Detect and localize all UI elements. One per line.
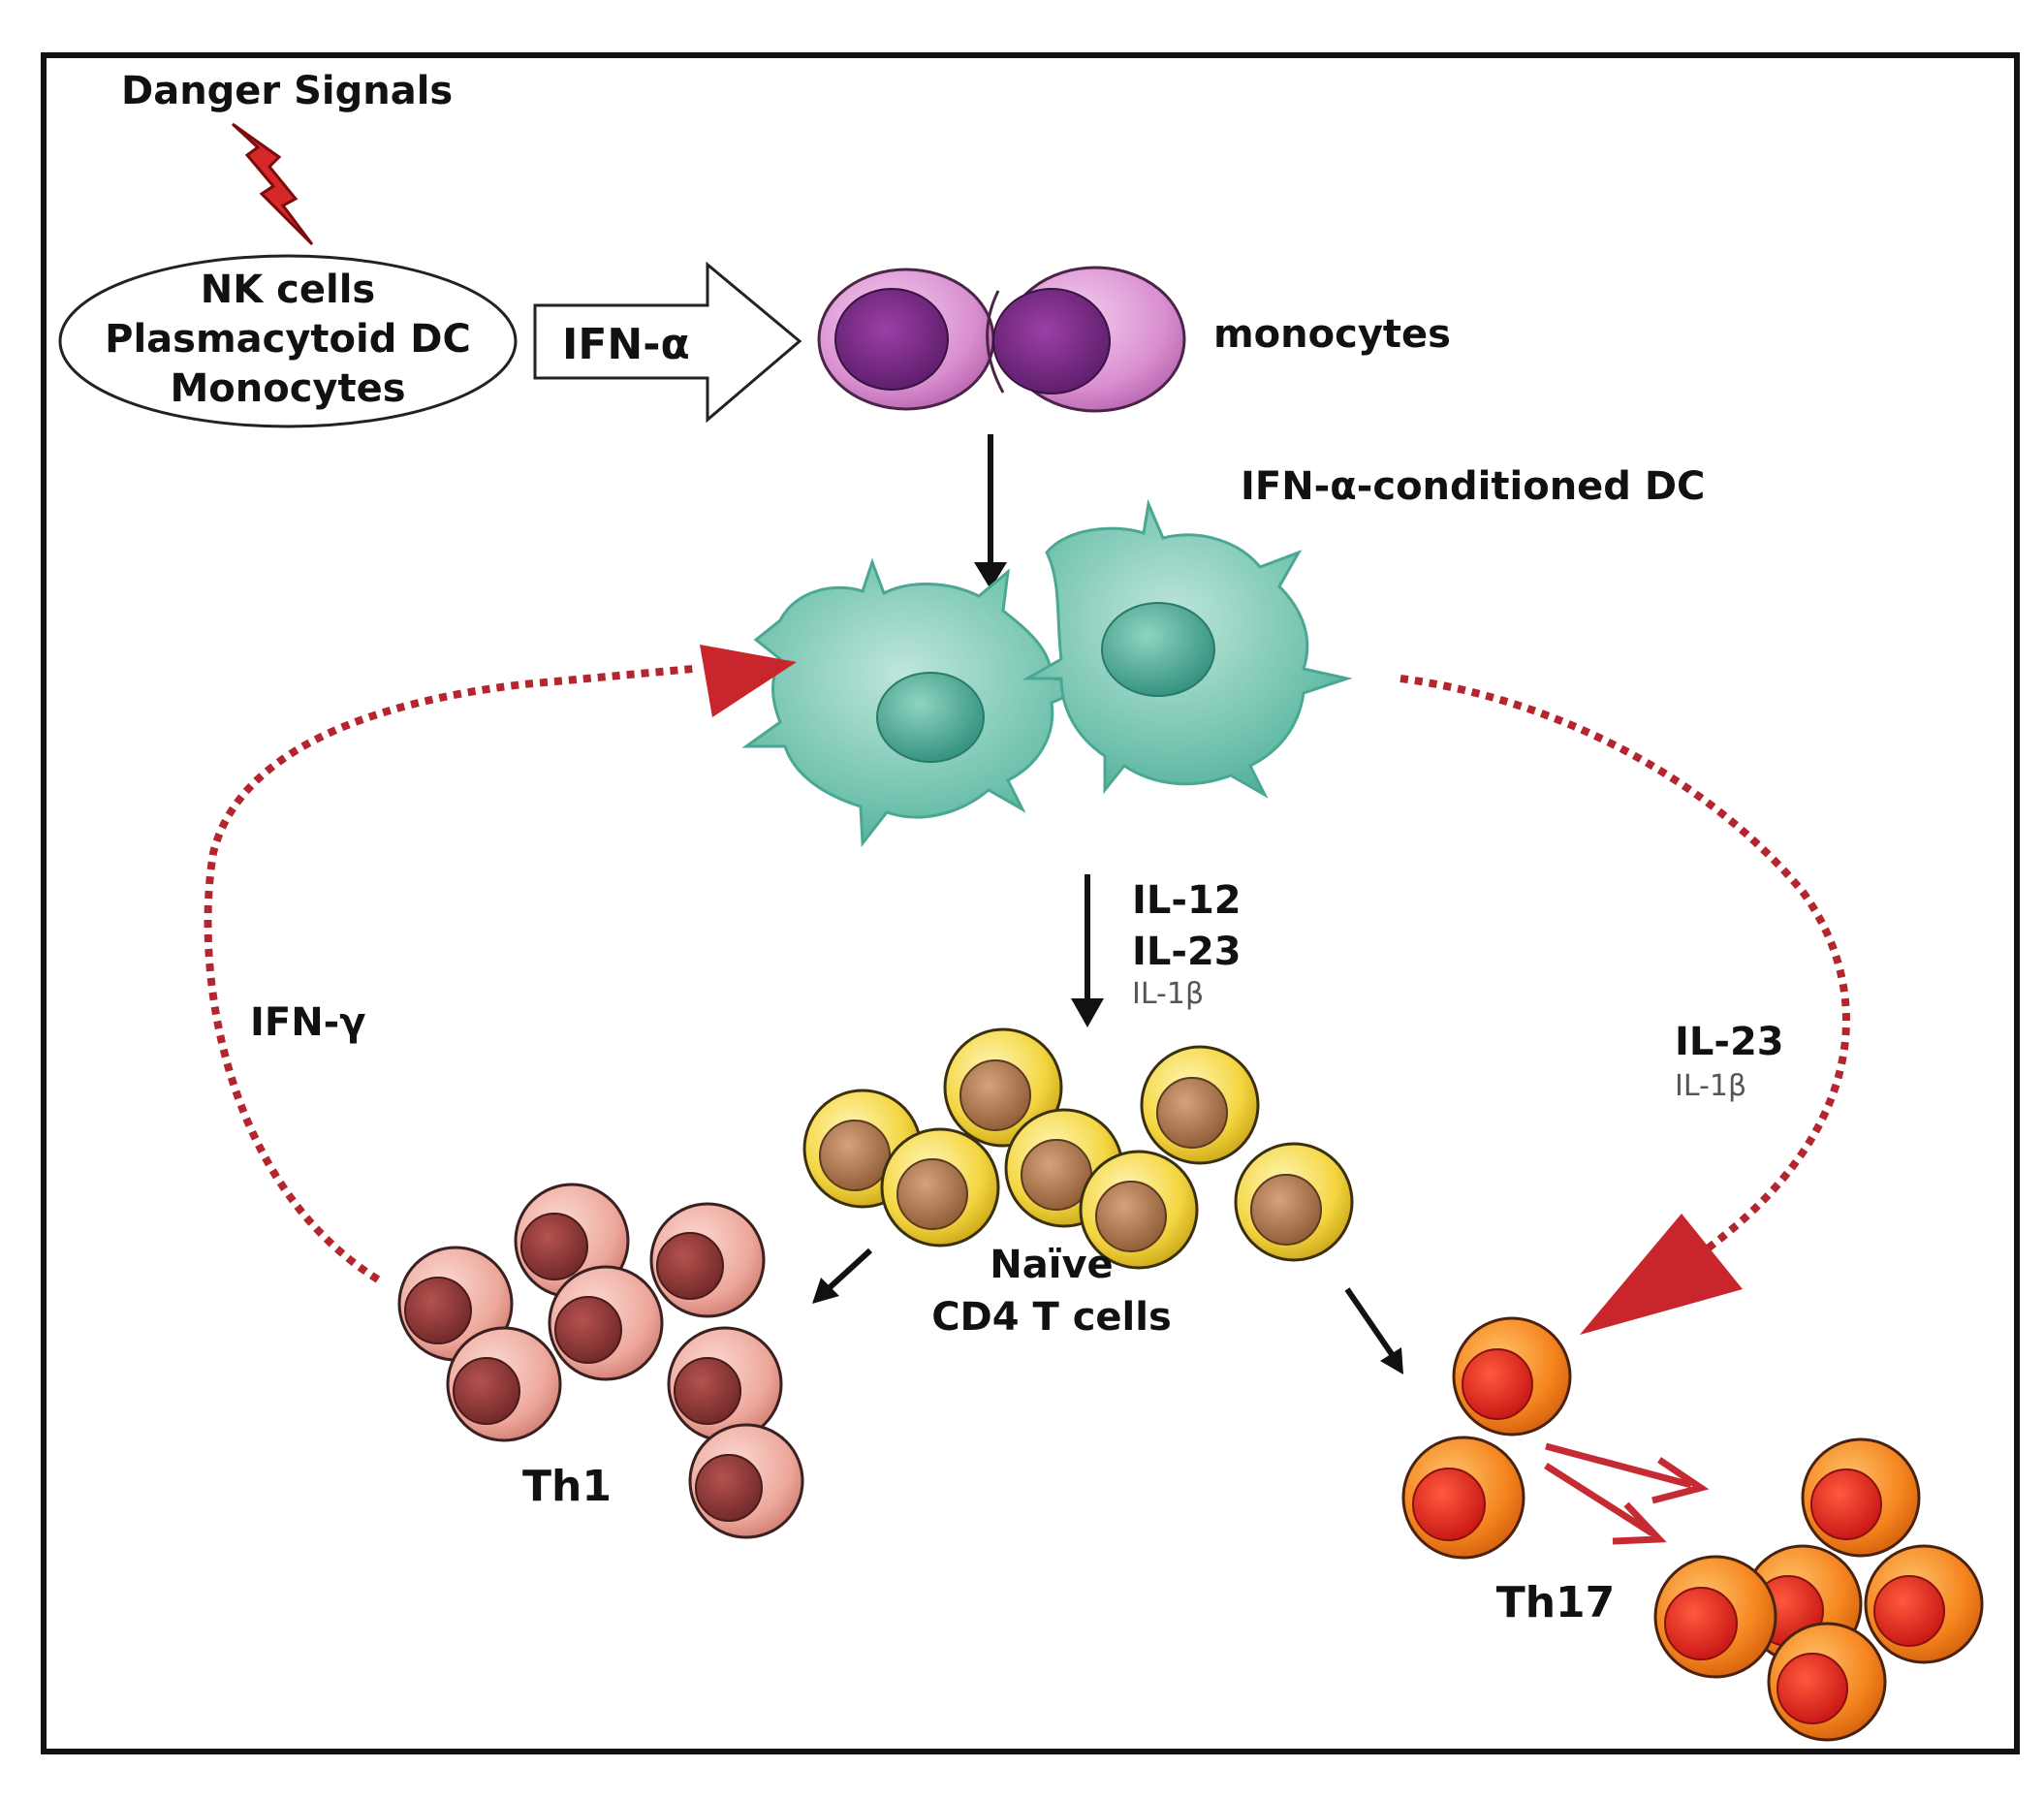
ifn-alpha-arrow: IFN-α <box>533 261 802 424</box>
arrow-dc-to-naive-head <box>1071 998 1104 1027</box>
conditioned-dc-label: IFN-α-conditioned DC <box>1241 464 1705 509</box>
th17-expansion-arrow-2-head <box>1612 1501 1667 1545</box>
arrow-mono-to-dc-head <box>974 562 1007 589</box>
arrow-naive-to-th17-head <box>1380 1347 1403 1374</box>
il23-feedback-arrowhead <box>1580 1214 1743 1335</box>
source-cell-nk: NK cells <box>201 268 375 312</box>
arrow-naive-to-th1 <box>823 1247 873 1294</box>
ifn-gamma-feedback-loop <box>204 665 694 1283</box>
th17-expansion-arrow-1-head <box>1651 1457 1710 1504</box>
il23-feedback-loop <box>1399 675 1850 1264</box>
arrow-naive-to-th1-head <box>812 1278 839 1304</box>
source-cell-monocytes: Monocytes <box>170 366 405 411</box>
naive-label-line2: CD4 T cells <box>931 1295 1172 1340</box>
monocyte-cells <box>817 266 1186 413</box>
th17-label: Th17 <box>1496 1578 1616 1627</box>
naive-cd4-t-cells <box>802 1027 1354 1270</box>
th17-expansion-arrow-2 <box>1544 1463 1654 1536</box>
il1b-center-label: IL-1β <box>1132 977 1204 1011</box>
il23-right-label: IL-23 <box>1675 1020 1784 1064</box>
th17-expansion-arrow-1 <box>1545 1442 1692 1489</box>
ifn-gamma-label: IFN-γ <box>250 1000 366 1045</box>
ifn-gamma-feedback-arrowhead <box>700 645 797 717</box>
dendritic-cells <box>741 498 1353 848</box>
naive-label-line1: Naïve <box>990 1243 1113 1287</box>
th1-label: Th1 <box>522 1462 612 1511</box>
il1b-right-label: IL-1β <box>1675 1069 1746 1103</box>
il12-label: IL-12 <box>1132 878 1242 923</box>
arrow-naive-to-th17 <box>1344 1287 1397 1359</box>
ifn-alpha-label: IFN-α <box>562 320 690 369</box>
th17-cells <box>1401 1316 1984 1742</box>
il23-center-label: IL-23 <box>1132 930 1242 974</box>
source-cells-ellipse: NK cells Plasmacytoid DC Monocytes <box>58 254 518 428</box>
danger-signals-label: Danger Signals <box>121 69 453 113</box>
th1-cells <box>397 1183 804 1539</box>
source-cell-pdc: Plasmacytoid DC <box>105 317 471 362</box>
monocytes-label: monocytes <box>1213 312 1451 357</box>
lightning-icon <box>231 122 314 246</box>
